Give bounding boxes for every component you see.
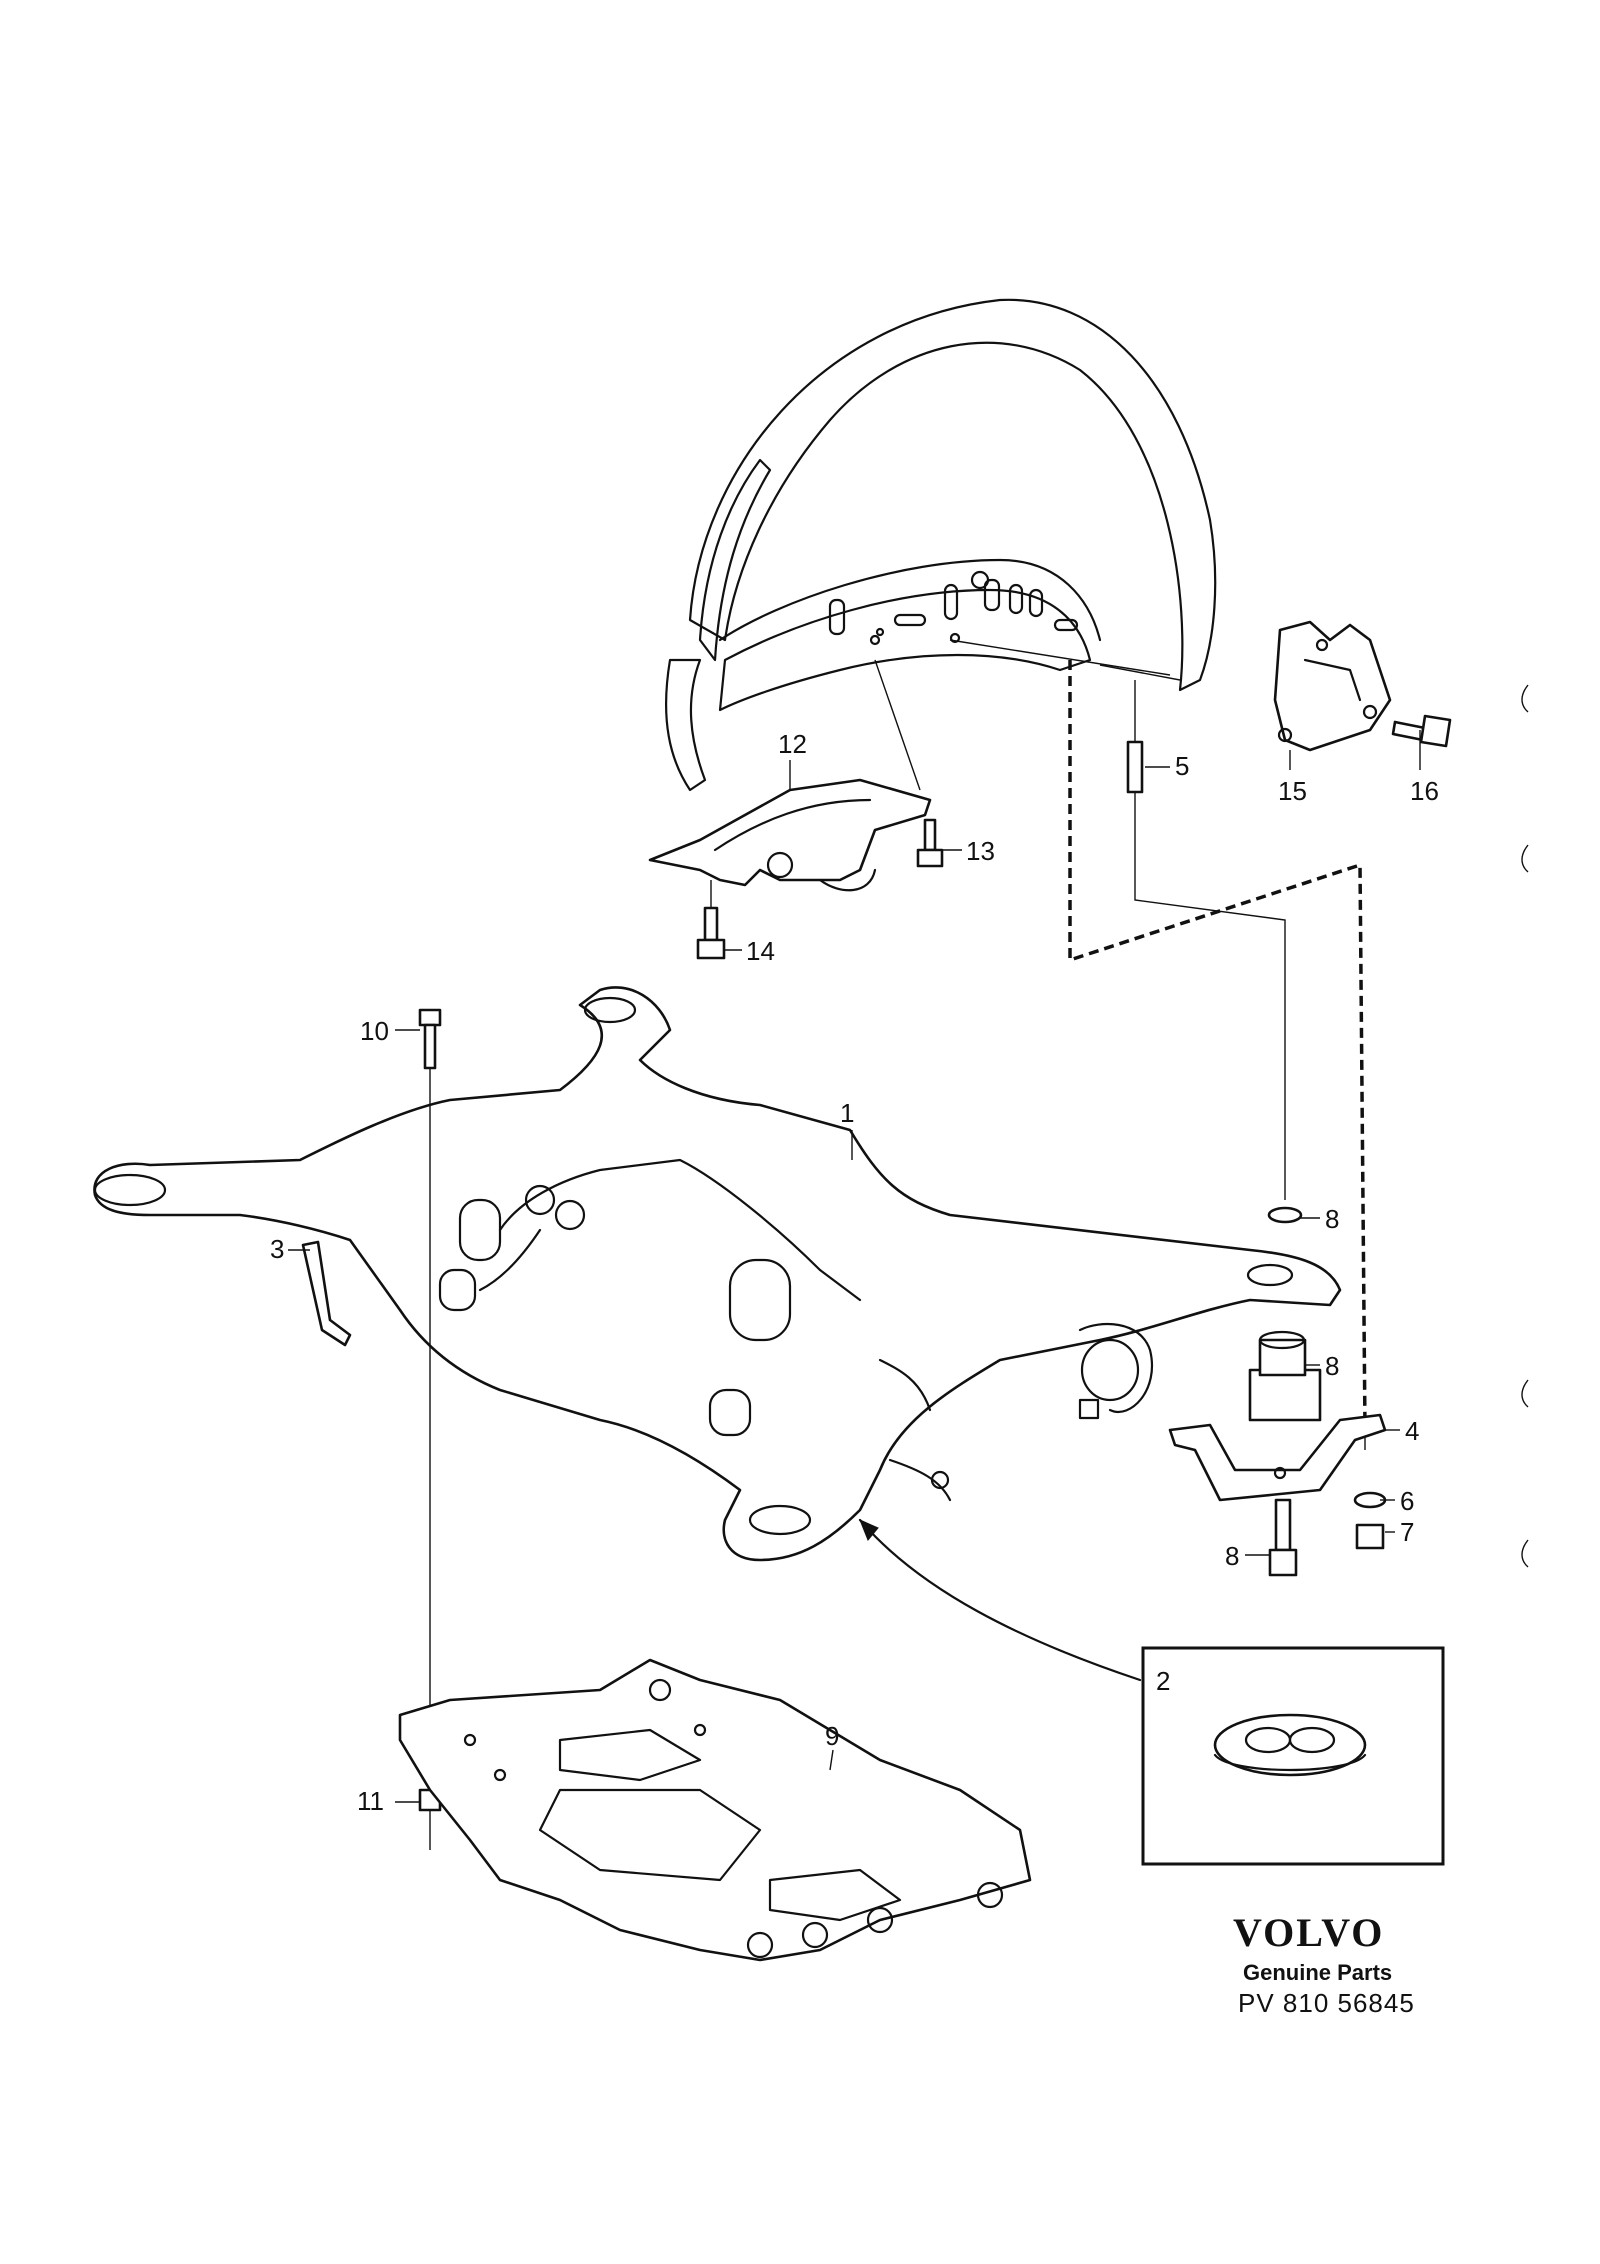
label-15: 15: [1278, 776, 1307, 806]
label-4: 4: [1405, 1416, 1419, 1446]
label-3: 3: [270, 1234, 284, 1264]
bushing-8: [1248, 1330, 1322, 1422]
label-16: 16: [1410, 776, 1439, 806]
binder-marks: [1521, 684, 1529, 1568]
bolt-13: [916, 818, 944, 868]
part-4-bracket: [1168, 1413, 1387, 1502]
label-6: 6: [1400, 1486, 1414, 1516]
label-1: 1: [840, 1098, 854, 1128]
label-11: 11: [357, 1786, 384, 1816]
bolt-14: [696, 880, 726, 960]
part-reference: PV 810 56845: [1238, 1988, 1415, 2018]
detail-box-2: [1141, 1646, 1445, 1866]
label-12: 12: [778, 729, 807, 759]
genuine-parts-text: Genuine Parts: [1243, 1960, 1392, 1985]
part-15-mount: [1273, 620, 1392, 752]
label-10: 10: [360, 1016, 389, 1046]
stud-5: [1126, 680, 1286, 1200]
label-8b: 8: [1325, 1351, 1339, 1381]
bolt-10: [418, 1008, 442, 1790]
volvo-logo: VOLVO: [1233, 1910, 1384, 1955]
brand-block: VOLVO Genuine Parts PV 810 56845: [1233, 1910, 1415, 2018]
arrow-to-detail: [858, 1518, 1142, 1682]
part-12-bracket: [648, 659, 932, 892]
label-8c: 8: [1225, 1541, 1239, 1571]
label-13: 13: [966, 836, 995, 866]
label-7: 7: [1400, 1517, 1414, 1547]
label-2: 2: [1156, 1666, 1170, 1696]
bolt-8: [1268, 1498, 1298, 1577]
label-5: 5: [1175, 751, 1189, 781]
part-9-plate: [398, 1658, 1032, 1962]
part-3-bracket: [301, 1240, 352, 1347]
label-8a: 8: [1325, 1204, 1339, 1234]
label-9: 9: [825, 1721, 839, 1751]
nut-7: [1355, 1523, 1385, 1550]
bolt-16: [1391, 714, 1452, 748]
wheel-housing-liner: [664, 298, 1217, 792]
part-1-subframe: [93, 986, 1342, 1562]
label-14: 14: [746, 936, 775, 966]
leader-lines: [288, 730, 1421, 1803]
washer-8: [1267, 1206, 1303, 1224]
